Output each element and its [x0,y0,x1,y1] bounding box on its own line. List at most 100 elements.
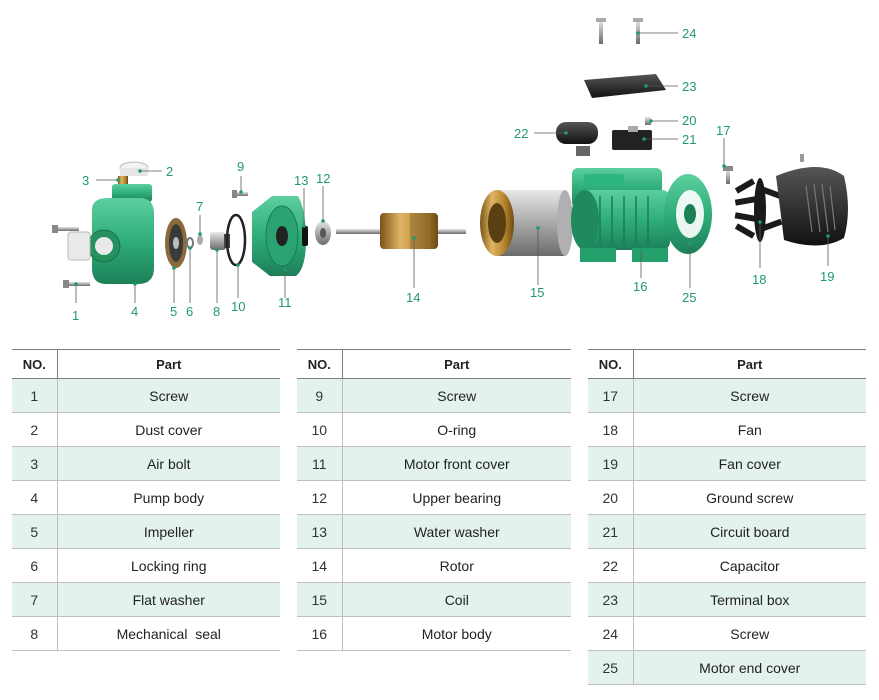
part-7-flat-washer [197,235,203,245]
callout-3: 3 [82,173,89,188]
part-9-screw [232,190,248,198]
part-4-pump-body [67,184,154,284]
part-15-coil [480,190,573,256]
row-part: Screw [633,616,866,651]
row-no: 3 [12,446,58,481]
row-no: 19 [588,446,634,481]
row-no: 7 [12,582,58,617]
callout-13: 13 [294,173,308,188]
part-14-rotor [336,213,466,249]
part-18-fan [734,178,783,242]
part-23-terminal-box [584,74,666,98]
table-header-row: NO. Part [588,349,866,379]
table-header-row: NO. Part [12,349,280,379]
row-no: 15 [297,582,343,617]
callout-15: 15 [530,285,544,300]
row-no: 6 [12,548,58,583]
part-25-motor-end-cover [664,174,712,254]
row-no: 10 [297,412,343,447]
row-part: Screw [342,378,571,413]
row-part: Screw [633,378,866,413]
row-part: Dust cover [57,412,280,447]
header-no: NO. [588,349,634,379]
callout-18: 18 [752,272,766,287]
callout-22: 22 [514,126,528,141]
header-part: Part [633,349,866,379]
part-17-screw [723,166,733,184]
row-no: 14 [297,548,343,583]
row-no: 2 [12,412,58,447]
part-1-screw [52,225,90,288]
row-part: O-ring [342,412,571,447]
callout-5: 5 [170,304,177,319]
callout-21: 21 [682,132,696,147]
callout-20: 20 [682,113,696,128]
callout-12: 12 [316,171,330,186]
part-12-upper-bearing [315,221,331,245]
row-part: Pump body [57,480,280,515]
row-no: 16 [297,616,343,651]
callout-8: 8 [213,304,220,319]
row-no: 22 [588,548,634,583]
callout-numbers: 1 2 3 4 5 6 7 8 9 10 11 12 13 14 15 16 1… [72,26,834,323]
part-10-o-ring [225,213,247,267]
row-no: 9 [297,378,343,413]
exploded-pump-diagram: 1 2 3 4 5 6 7 8 9 10 11 12 13 14 15 16 1… [52,18,848,323]
callout-9: 9 [237,159,244,174]
row-part: Upper bearing [342,480,571,515]
callout-11: 11 [278,295,292,310]
row-part: Motor body [342,616,571,651]
callout-1: 1 [72,308,79,323]
row-part: Flat washer [57,582,280,617]
part-13-water-washer [302,226,308,246]
row-no: 13 [297,514,343,549]
row-part: Rotor [342,548,571,583]
callout-6: 6 [186,304,193,319]
callout-2: 2 [166,164,173,179]
row-part: Terminal box [633,582,866,617]
part-20-ground-screw [645,117,651,125]
row-no: 20 [588,480,634,515]
row-part: Water washer [342,514,571,549]
callout-7: 7 [196,199,203,214]
row-no: 1 [12,378,58,413]
table-header-row: NO. Part [297,349,571,379]
callout-23: 23 [682,79,696,94]
row-part: Circuit board [633,514,866,549]
row-part: Fan cover [633,446,866,481]
row-part: Fan [633,412,866,447]
row-no: 21 [588,514,634,549]
callout-17: 17 [716,123,730,138]
row-part: Capacitor [633,548,866,583]
row-part: Mechanical seal [57,616,280,651]
callout-14: 14 [406,290,420,305]
row-part: Locking ring [57,548,280,583]
row-part: Screw [57,378,280,413]
row-part: Air bolt [57,446,280,481]
part-5-impeller [165,218,187,268]
row-part: Coil [342,582,571,617]
callout-16: 16 [633,279,647,294]
row-no: 5 [12,514,58,549]
row-no: 24 [588,616,634,651]
part-21-circuit-board [612,126,652,150]
